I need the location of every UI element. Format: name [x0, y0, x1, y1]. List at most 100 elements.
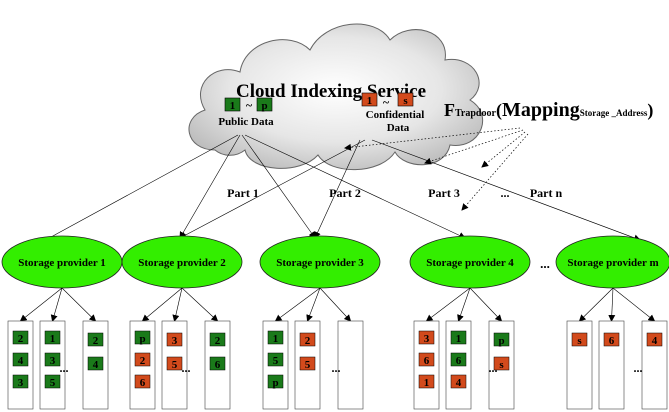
confidential-data-block [493, 356, 510, 371]
public-data-block [134, 330, 151, 345]
data-block-label: 5 [50, 377, 56, 389]
storage-provider-label: Storage provider 2 [138, 257, 226, 269]
formula-close-paren: ) [647, 100, 654, 120]
data-block-label: 2 [305, 335, 311, 347]
part-label: Part n [530, 186, 563, 200]
data-block-label: 3 [50, 355, 56, 367]
data-block-label: 1 [50, 333, 56, 345]
public-data-block [450, 330, 467, 345]
provider-to-storage-arrow [608, 287, 616, 322]
formula-mapping: Mapping [501, 99, 580, 121]
part-labels: Part 1 Part 2 Part 3 ... Part n [227, 186, 562, 200]
storage-ellipsis: ... [332, 361, 341, 375]
data-block-label: 5 [305, 359, 311, 371]
storage-ellipsis: ... [489, 361, 498, 375]
data-block-label: p [498, 335, 504, 347]
provider-to-storage-arrow [319, 287, 352, 322]
data-block-label: 2 [140, 355, 146, 367]
part-label: Part 3 [428, 186, 460, 200]
confidential-data-block [134, 352, 151, 367]
public-data-block [267, 352, 284, 367]
confidential-data-block [646, 332, 663, 347]
data-block-label: 1 [273, 333, 279, 345]
formula-f-subscript: Trapdoor [455, 108, 496, 119]
public-data-block [12, 330, 29, 345]
data-block-label: 5 [172, 359, 178, 371]
provider-to-storage-arrow [181, 287, 219, 322]
data-block-label: 6 [215, 359, 221, 371]
confidential-range-tilde: ~ [383, 95, 390, 109]
storage-provider-label: Storage provider m [567, 257, 658, 269]
part-label: Part 1 [227, 186, 259, 200]
data-block-label: 2 [215, 335, 221, 347]
confidential-data-block [166, 332, 183, 347]
storage-provider-label: Storage provider 3 [276, 257, 364, 269]
confidential-data-block [299, 356, 316, 371]
data-block-label: 4 [93, 359, 99, 371]
provider-to-storage-arrow [50, 287, 63, 322]
part-label: Part 2 [329, 186, 361, 200]
storage-column [641, 320, 668, 410]
formula-open-paren: ( [495, 100, 502, 120]
confidential-range-end: s [403, 95, 408, 107]
confidential-data-block [571, 332, 588, 347]
formula-f: F [444, 100, 455, 120]
storage-provider-label: Storage provider 1 [18, 257, 106, 269]
public-data-block [209, 332, 226, 347]
storage-ellipsis: ... [182, 361, 191, 375]
public-data-block [44, 330, 61, 345]
part-label: ... [501, 186, 510, 200]
confidential-range-start: 1 [367, 95, 373, 107]
provider-to-storage-arrow [141, 287, 183, 322]
cloud-shape [188, 23, 483, 171]
formula-mapping-subscript: Storage _Address [579, 108, 648, 118]
provider-to-storage-arrow [425, 287, 471, 322]
data-block-label: 6 [456, 355, 462, 367]
providers: Storage provider 1 Storage provider 2 St… [1, 235, 669, 289]
storage-ellipsis: ... [634, 361, 643, 375]
provider-to-storage-arrow [306, 287, 321, 322]
public-data-block [267, 330, 284, 345]
confidential-data-block [603, 332, 620, 347]
storage-groups: 24313524...p263526...15p25...361164ps...… [7, 287, 668, 410]
data-block-label: s [577, 335, 582, 347]
public-data-block [87, 332, 104, 347]
trapdoor-query-lines [344, 127, 529, 211]
provider-to-storage-arrow [578, 287, 614, 322]
data-block-label: s [499, 359, 504, 371]
public-range-tilde: ~ [246, 98, 253, 112]
data-block-label: 1 [456, 333, 462, 345]
data-block-label: 3 [424, 333, 430, 345]
public-data-block [12, 374, 29, 389]
data-block-label: 3 [172, 335, 178, 347]
provider-to-storage-arrow [469, 287, 503, 322]
public-data-block [493, 332, 510, 347]
public-data-block [44, 374, 61, 389]
storage-column [337, 320, 364, 410]
data-block-label: 2 [93, 335, 99, 347]
public-data-block [87, 356, 104, 371]
public-data-block [12, 352, 29, 367]
confidential-data-block [418, 330, 435, 345]
confidential-data-block [166, 356, 183, 371]
confidential-range-end-box [397, 92, 414, 107]
public-range-end-box [256, 97, 273, 112]
provider-to-storage-arrow [274, 287, 321, 322]
public-data-block [209, 356, 226, 371]
public-data-block [44, 352, 61, 367]
confidential-data-block [299, 332, 316, 347]
provider-to-storage-arrow [19, 287, 63, 322]
provider-to-storage-arrow [172, 287, 183, 322]
public-range-end: p [261, 100, 267, 112]
provider-to-storage-arrow [61, 287, 97, 322]
data-block-label: p [139, 333, 145, 345]
confidential-data-block [450, 374, 467, 389]
provider-to-storage-arrow [612, 287, 656, 322]
data-block-label: 4 [456, 377, 462, 389]
public-range-start-box [224, 97, 241, 112]
public-data-block [267, 374, 284, 389]
confidential-label-line1: Confidential [366, 109, 425, 121]
data-block-label: 6 [424, 355, 430, 367]
storage-ellipsis: ... [60, 361, 69, 375]
